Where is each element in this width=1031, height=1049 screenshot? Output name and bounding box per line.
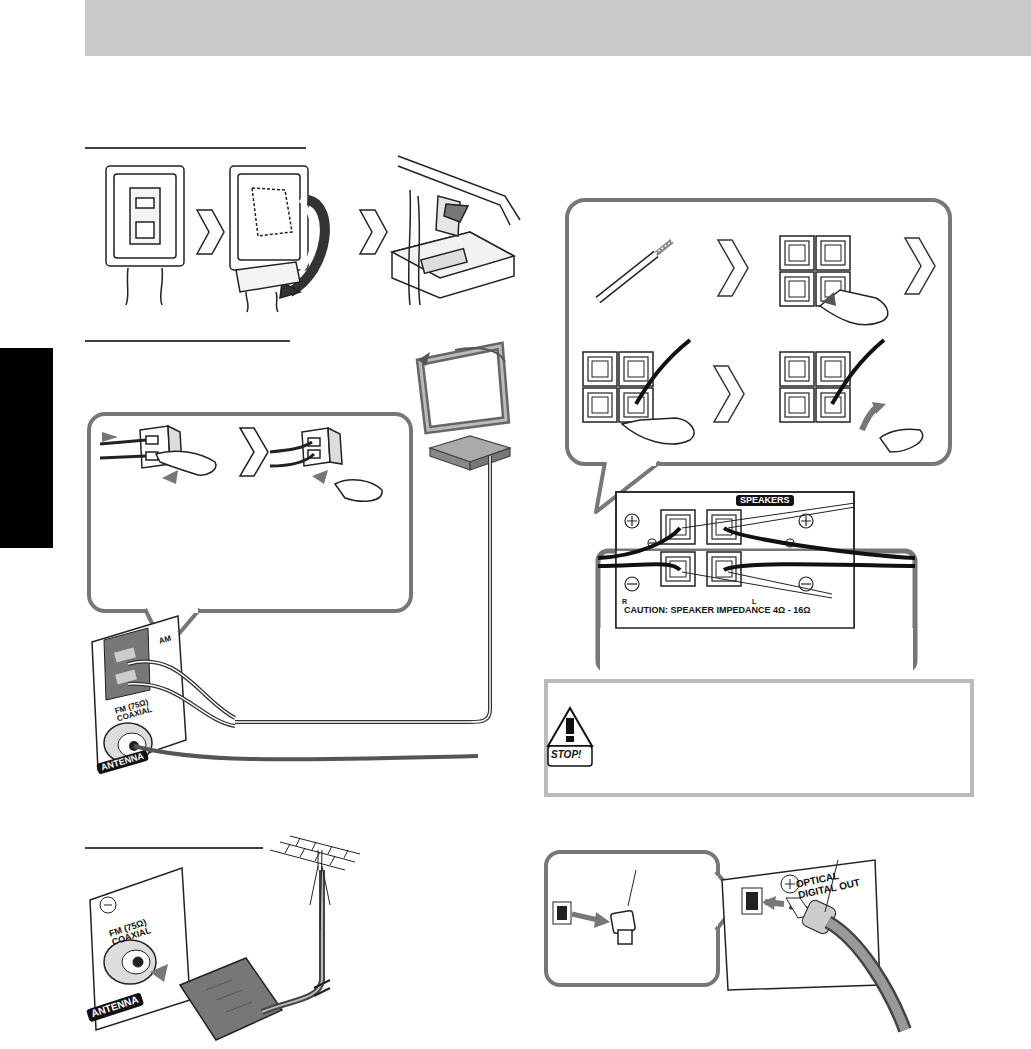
channel-label: R: [622, 598, 627, 605]
fm-outdoor-antenna: [90, 836, 360, 1040]
antenna-panel: [92, 616, 478, 770]
am-terminal-callout: [89, 414, 411, 650]
caution-note: CAUTION: SPEAKER IMPEDANCE 4Ω - 16Ω: [624, 606, 814, 615]
caution-box: [546, 681, 972, 795]
panel-title: SPEAKERS: [736, 495, 794, 506]
channel-label: L: [752, 598, 756, 605]
header-bar: [85, 0, 1031, 56]
am-loop-antenna: [235, 346, 510, 722]
optical-callout: [546, 852, 905, 1030]
side-tab: [0, 348, 53, 548]
speaker-panel: [598, 492, 915, 674]
speaker-callout: [567, 200, 950, 512]
stop-icon-text: STOP!: [551, 750, 581, 761]
loop-antenna-assembly: [106, 156, 520, 312]
